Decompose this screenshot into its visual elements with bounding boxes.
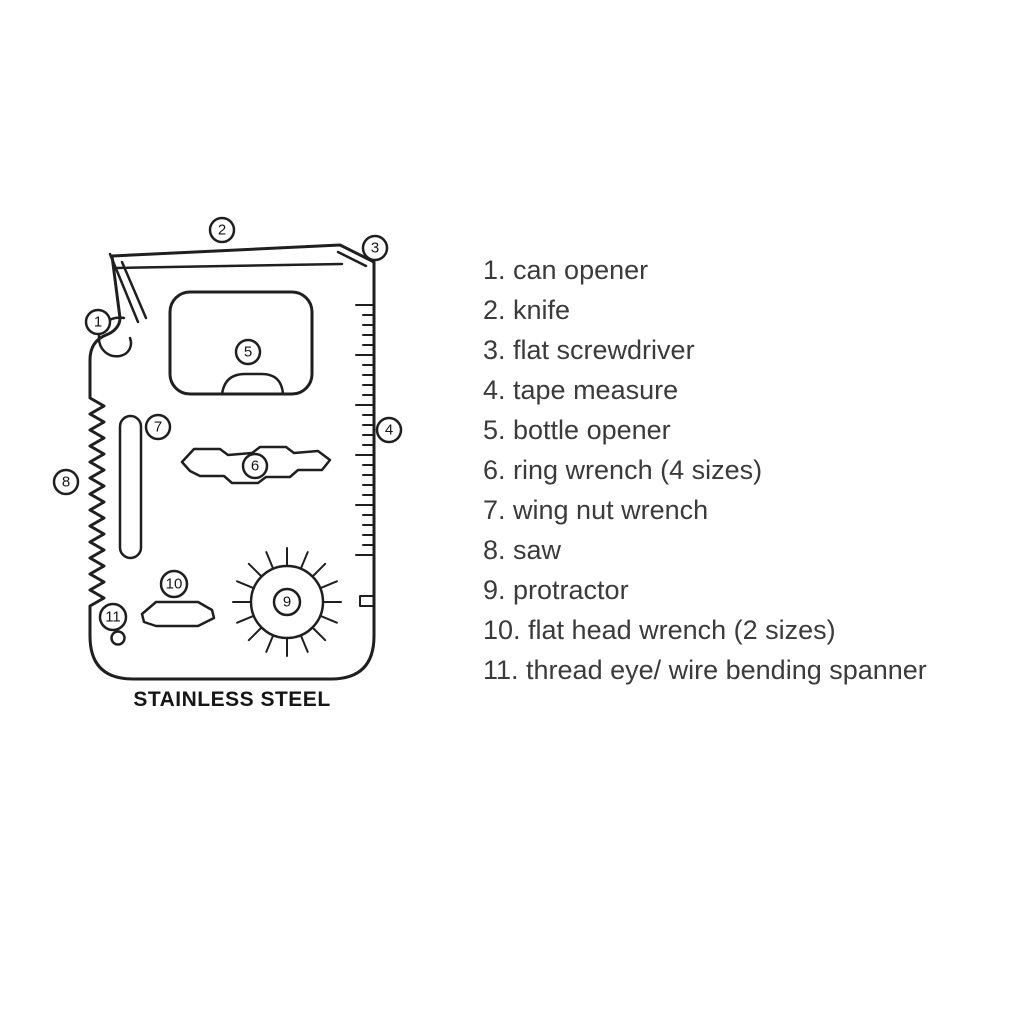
callout-8-num: 8	[62, 474, 70, 491]
legend-item-11: 11. thread eye/ wire bending spanner	[483, 655, 927, 685]
wingnut-wrench-slot	[120, 416, 141, 558]
callout-3-num: 3	[371, 240, 379, 257]
callout-7-num: 7	[154, 419, 162, 436]
callout-5-num: 5	[244, 344, 252, 361]
callout-4: 4	[377, 418, 401, 442]
legend-item-7: 7. wing nut wrench	[483, 495, 709, 525]
callout-5: 5	[236, 340, 260, 364]
thread-eye-hole	[112, 632, 125, 645]
legend-item-3: 3. flat screwdriver	[483, 335, 695, 365]
edge-notch	[360, 596, 374, 606]
callout-1: 1	[86, 310, 110, 334]
callout-7: 7	[146, 415, 170, 439]
callout-10: 10	[161, 571, 187, 597]
ruler-ticks	[356, 305, 374, 555]
callout-6: 6	[243, 454, 267, 478]
legend-item-8: 8. saw	[483, 535, 562, 565]
callout-9-num: 9	[283, 594, 291, 611]
center-opening	[170, 292, 312, 394]
legend-item-2: 2. knife	[483, 295, 571, 325]
callout-11: 11	[100, 604, 126, 630]
callout-11-num: 11	[105, 609, 121, 626]
callout-6-num: 6	[251, 458, 259, 475]
callout-4-num: 4	[385, 422, 393, 439]
legend-list: 1. can opener 2. knife 3. flat screwdriv…	[483, 250, 927, 690]
screwdriver-corner-line	[338, 252, 366, 266]
callout-1-num: 1	[94, 314, 102, 331]
protractor-spokes	[233, 548, 341, 656]
legend-item-10: 10. flat head wrench (2 sizes)	[483, 615, 836, 645]
legend-item-1: 1. can opener	[483, 255, 649, 285]
callout-10-num: 10	[166, 576, 183, 593]
legend-item-6: 6. ring wrench (4 sizes)	[483, 455, 763, 485]
ring-wrench-cutout	[182, 447, 330, 483]
callout-2-num: 2	[218, 222, 226, 239]
knife-tip-line	[110, 254, 146, 322]
diagram-caption: STAINLESS STEEL	[133, 688, 331, 711]
callout-9: 9	[274, 589, 300, 615]
multitool-card-diagram: 1 2 3 4 5 6 7 8	[40, 200, 460, 720]
legend-item-4: 4. tape measure	[483, 375, 679, 405]
callout-2: 2	[210, 218, 234, 242]
knife-blade-line	[115, 264, 342, 268]
callout-8: 8	[54, 470, 78, 494]
legend-item-9: 9. protractor	[483, 575, 629, 605]
bottle-opener-tab	[222, 374, 283, 394]
card-outline-with-saw	[90, 245, 374, 679]
flat-head-wrench-cutout	[142, 602, 214, 626]
callout-3: 3	[363, 236, 387, 260]
legend-item-5: 5. bottle opener	[483, 415, 671, 445]
